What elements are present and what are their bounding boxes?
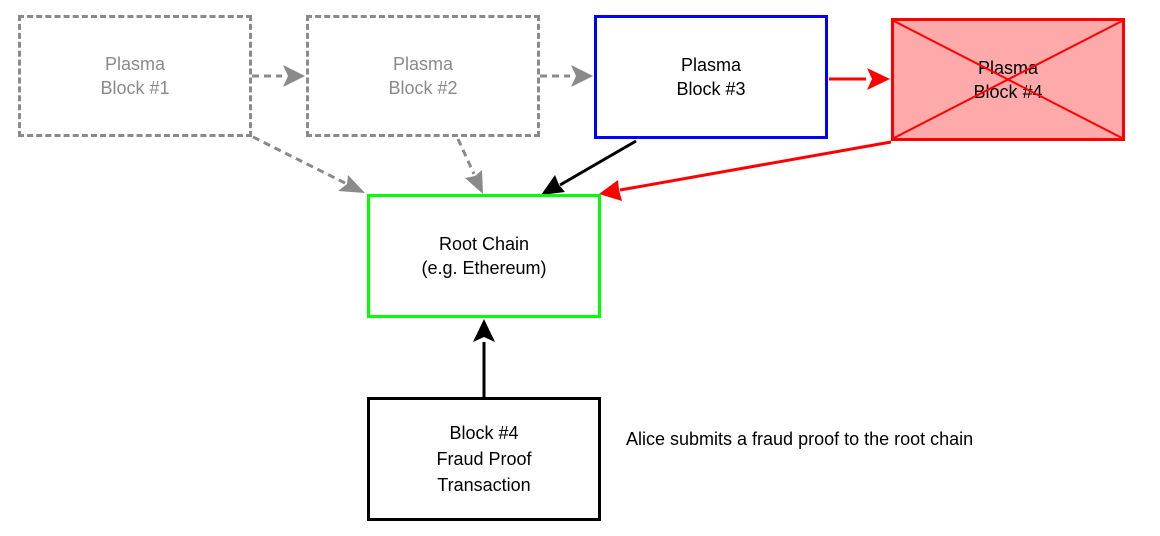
plasma-block-3-label: Plasma Block #3 [676, 55, 746, 99]
arrowhead [541, 175, 565, 195]
plasma-block-2: Plasma Block #2 [306, 15, 540, 137]
arrow-block1-to-root [252, 135, 346, 185]
arrowhead [465, 170, 483, 194]
arrow-block4-to-root [619, 140, 892, 192]
arrowhead [571, 65, 593, 87]
plasma-block-2-label: Plasma Block #2 [388, 54, 458, 98]
arrow-block2-to-root [456, 138, 476, 175]
arrowhead [867, 68, 890, 90]
annotation-text: Alice submits a fraud proof to the root … [626, 429, 974, 449]
plasma-block-1-label: Plasma Block #1 [100, 54, 170, 98]
arrowhead [283, 65, 305, 87]
plasma-block-1: Plasma Block #1 [18, 15, 252, 137]
root-chain: Root Chain (e.g. Ethereum) [367, 194, 601, 318]
arrowhead [599, 180, 622, 201]
fraud-proof-transaction: Block #4 Fraud Proof Transaction [367, 397, 601, 521]
root-chain-label: Root Chain (e.g. Ethereum) [421, 234, 547, 278]
arrowhead [338, 175, 365, 193]
plasma-block-3: Plasma Block #3 [594, 15, 828, 139]
arrowhead [473, 319, 495, 342]
plasma-block-4-label: Plasma Block #4 [973, 57, 1043, 102]
fraud-proof-transaction-label: Block #4 Fraud Proof Transaction [436, 423, 532, 495]
arrow-block3-to-root [559, 139, 637, 187]
plasma-block-4-invalid: Plasma Block #4 [891, 18, 1125, 141]
